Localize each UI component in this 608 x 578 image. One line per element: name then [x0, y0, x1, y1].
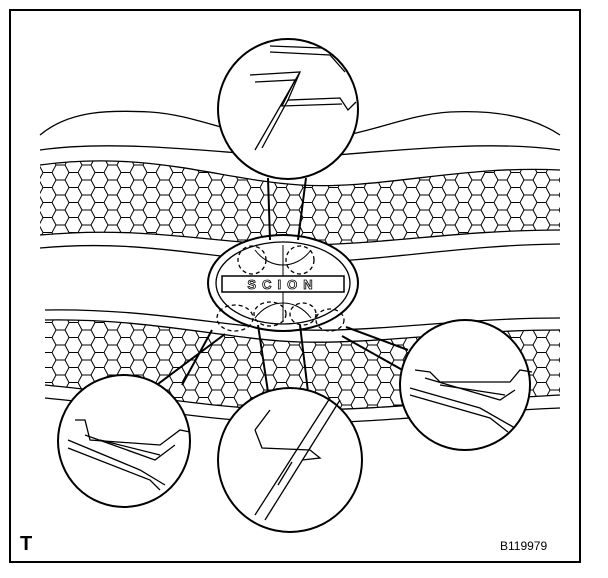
- clip-marker-bottom-mid: [289, 302, 317, 326]
- corner-label: T: [20, 533, 33, 555]
- emblem: SCION: [207, 234, 359, 332]
- figure-id: B119979: [500, 539, 548, 553]
- callout-bottom-center: [217, 387, 363, 533]
- clip-location-markers: [216, 245, 345, 332]
- callout-top: [217, 38, 359, 180]
- callout-bottom-left: [57, 374, 191, 508]
- callout-bottom-right: [399, 319, 533, 451]
- clip-marker-top-right: [285, 245, 315, 275]
- clip-marker-bottom-left: [216, 304, 254, 332]
- emblem-text: SCION: [247, 277, 318, 292]
- clip-marker-bottom-right: [315, 308, 345, 332]
- callout-leaders: [149, 177, 409, 393]
- clip-marker-top-left: [237, 245, 267, 275]
- clip-marker-bottom-center: [253, 301, 287, 327]
